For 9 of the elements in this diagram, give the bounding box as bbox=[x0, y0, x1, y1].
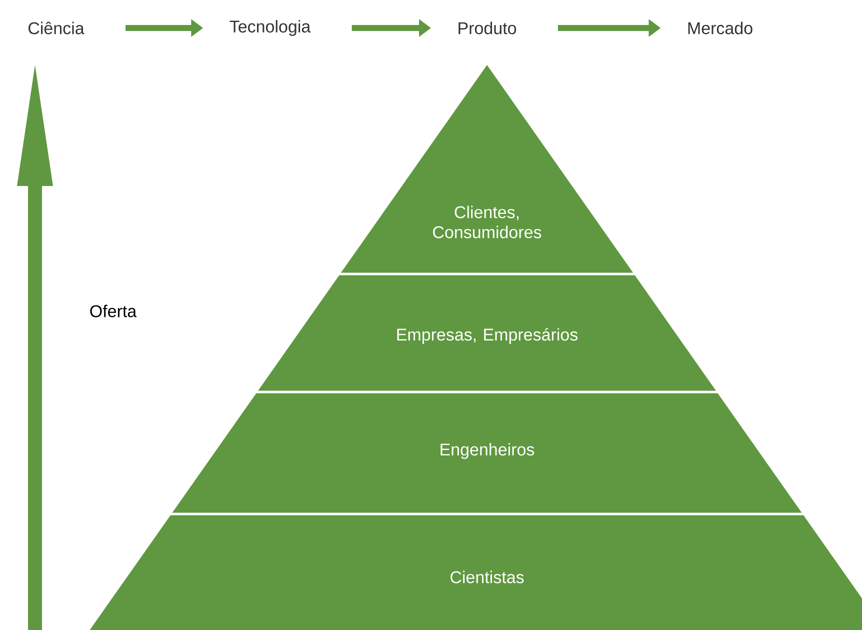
axis-label: Oferta bbox=[90, 304, 137, 318]
stage-label: Tecnologia bbox=[230, 20, 311, 36]
pyramid-layer: Empresas, Empresários bbox=[258, 275, 716, 391]
stage-label: Mercado bbox=[688, 22, 752, 34]
pyramid-layer: Clientes, Consumidores bbox=[340, 65, 634, 273]
pyramid-layer: Engenheiros bbox=[172, 393, 802, 513]
pyramid-layer: Cientistas bbox=[89, 515, 862, 630]
stage-label: Produto bbox=[458, 22, 516, 34]
stage-label: Ciência bbox=[28, 22, 84, 34]
